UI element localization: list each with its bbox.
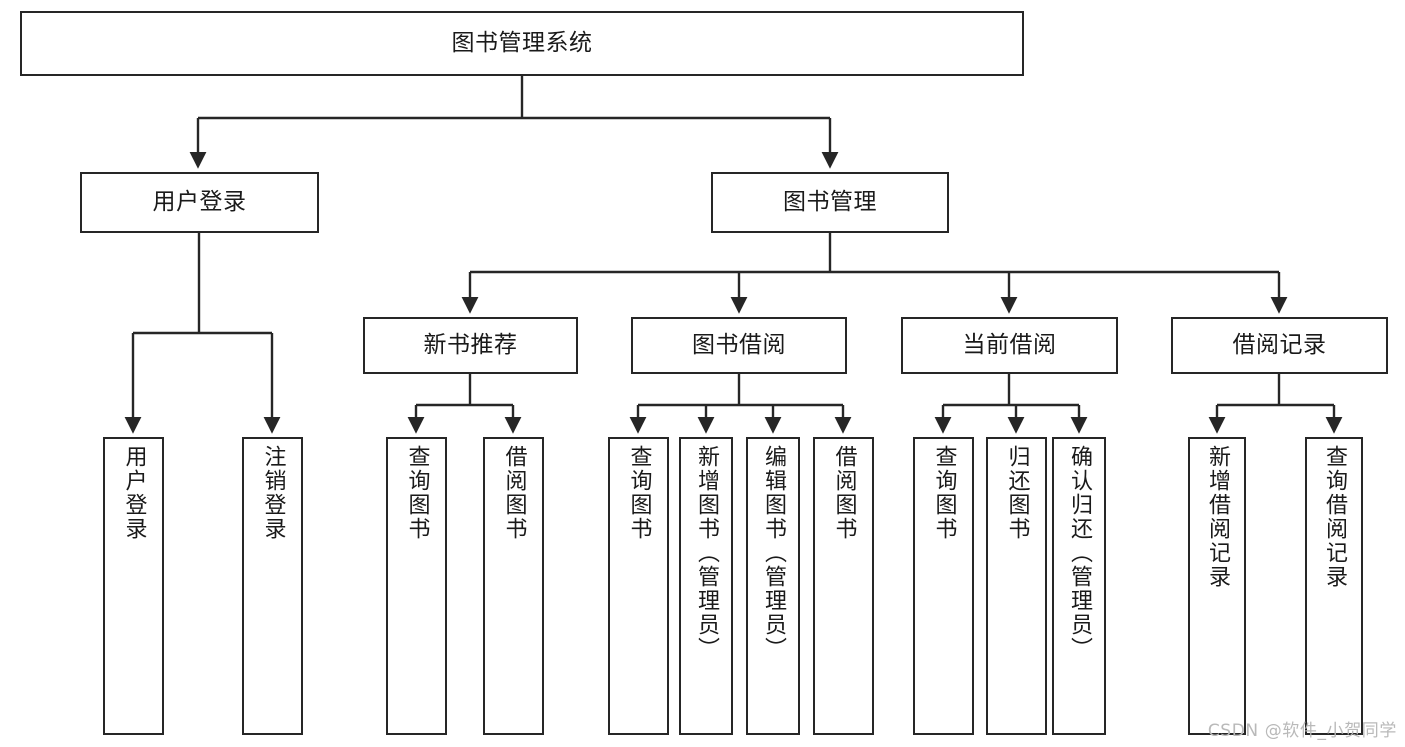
node-user-login[interactable]: 用户登录 — [80, 172, 319, 233]
node-leaf-add-book-admin-label: 新增图书（管理员） — [694, 445, 719, 661]
node-leaf-return-book-label: 归还图书 — [1004, 445, 1030, 541]
node-borrow-record[interactable]: 借阅记录 — [1171, 317, 1388, 374]
node-current-borrow-label: 当前借阅 — [962, 331, 1057, 358]
node-borrow-record-label: 借阅记录 — [1232, 331, 1327, 358]
node-leaf-query-book-2-label: 查询图书 — [626, 445, 652, 541]
node-book-borrow[interactable]: 图书借阅 — [631, 317, 847, 374]
node-book-manage-label: 图书管理 — [783, 188, 877, 215]
node-leaf-query-book-1[interactable]: 查询图书 — [386, 437, 447, 735]
node-book-manage[interactable]: 图书管理 — [711, 172, 949, 233]
node-leaf-edit-book-admin-label: 编辑图书（管理员） — [761, 445, 786, 661]
node-book-borrow-label: 图书借阅 — [692, 331, 786, 358]
node-leaf-borrow-book-2[interactable]: 借阅图书 — [813, 437, 874, 735]
node-leaf-user-login-label: 用户登录 — [121, 445, 147, 541]
node-leaf-add-book-admin[interactable]: 新增图书（管理员） — [679, 437, 733, 735]
node-leaf-return-book[interactable]: 归还图书 — [986, 437, 1047, 735]
node-leaf-user-logout-label: 注销登录 — [260, 445, 286, 541]
node-leaf-query-borrow-record[interactable]: 查询借阅记录 — [1305, 437, 1363, 735]
node-new-book-recommend[interactable]: 新书推荐 — [363, 317, 578, 374]
node-new-book-recommend-label: 新书推荐 — [423, 331, 518, 358]
node-leaf-add-borrow-record[interactable]: 新增借阅记录 — [1188, 437, 1246, 735]
csdn-watermark: CSDN @软件_小贺同学 — [1207, 721, 1397, 741]
node-leaf-query-book-3-label: 查询图书 — [931, 445, 957, 541]
node-leaf-add-borrow-record-label: 新增借阅记录 — [1205, 445, 1230, 589]
node-user-login-label: 用户登录 — [152, 188, 247, 215]
node-leaf-confirm-return-admin-label: 确认归还（管理员） — [1067, 445, 1092, 661]
node-leaf-user-login[interactable]: 用户登录 — [103, 437, 164, 735]
node-leaf-query-book-3[interactable]: 查询图书 — [913, 437, 974, 735]
node-leaf-query-book-2[interactable]: 查询图书 — [608, 437, 669, 735]
node-leaf-confirm-return-admin[interactable]: 确认归还（管理员） — [1052, 437, 1106, 735]
node-leaf-borrow-book-1-label: 借阅图书 — [501, 445, 527, 541]
node-leaf-query-borrow-record-label: 查询借阅记录 — [1322, 445, 1347, 589]
node-leaf-edit-book-admin[interactable]: 编辑图书（管理员） — [746, 437, 800, 735]
node-root-label: 图书管理系统 — [451, 29, 593, 56]
node-leaf-borrow-book-1[interactable]: 借阅图书 — [483, 437, 544, 735]
node-leaf-user-logout[interactable]: 注销登录 — [242, 437, 303, 735]
node-current-borrow[interactable]: 当前借阅 — [901, 317, 1118, 374]
node-leaf-query-book-1-label: 查询图书 — [404, 445, 430, 541]
node-leaf-borrow-book-2-label: 借阅图书 — [831, 445, 857, 541]
node-root[interactable]: 图书管理系统 — [20, 11, 1024, 76]
